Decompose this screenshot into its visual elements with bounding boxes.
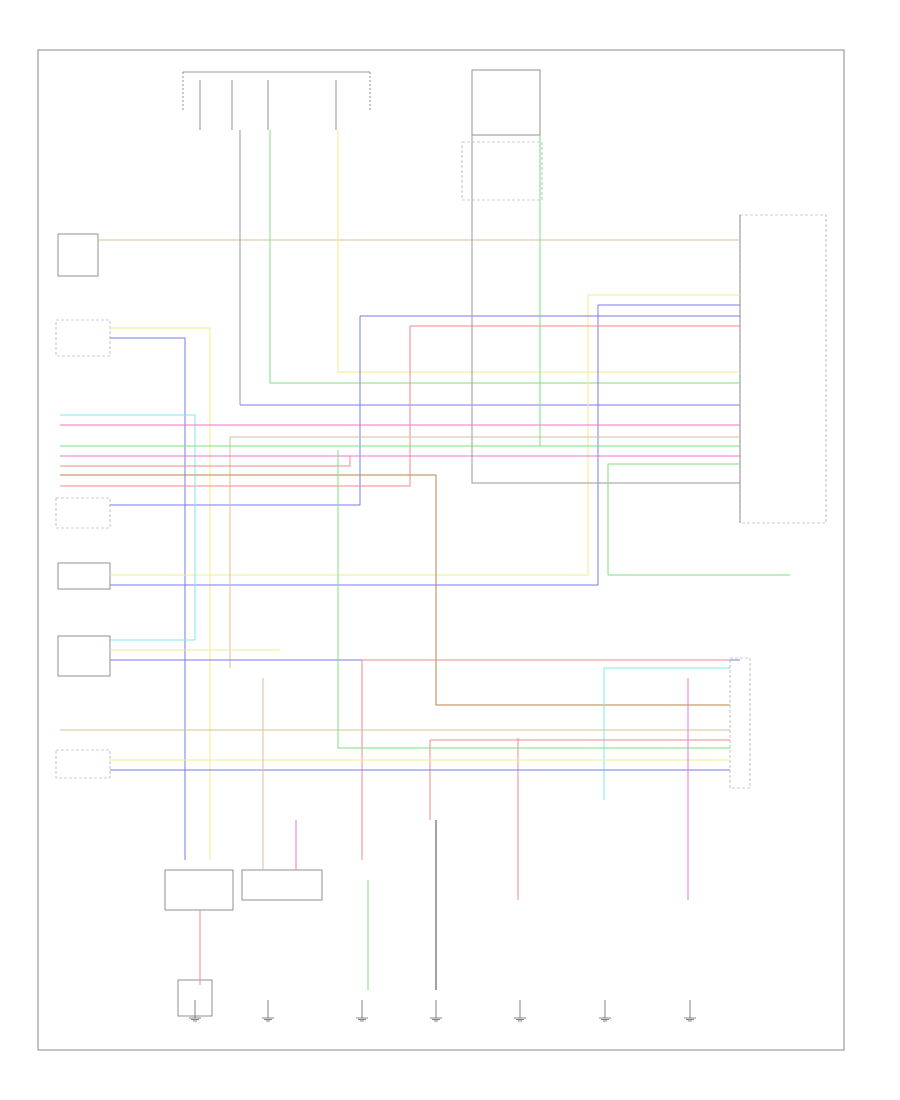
body-control xyxy=(729,657,751,789)
control-b-box xyxy=(55,497,111,529)
ground-symbol-g105 xyxy=(514,1000,526,1022)
wire-tan-13 xyxy=(229,436,740,668)
ground-group xyxy=(189,1000,696,1022)
fuse-block xyxy=(182,71,371,130)
wire-group xyxy=(60,130,790,990)
ground-symbol-g104 xyxy=(430,1000,442,1022)
wire-red-28 xyxy=(429,739,730,820)
wire-green-27 xyxy=(337,450,730,749)
fuel-gauge-sender xyxy=(461,69,543,201)
wire-green-20 xyxy=(607,463,790,576)
relay-box xyxy=(241,869,323,901)
wire-cyan-25 xyxy=(603,667,730,800)
wire-blue-8 xyxy=(110,304,740,586)
wire-red-10 xyxy=(60,325,740,487)
control-a-box xyxy=(55,319,111,357)
ground-symbol-g102 xyxy=(262,1000,274,1022)
wire-gray-18 xyxy=(471,135,740,484)
ground-symbol-g103 xyxy=(356,1000,368,1022)
wire-blue-9 xyxy=(110,315,740,506)
wire-brown-17 xyxy=(60,474,730,706)
ground-symbol-g101 xyxy=(189,1000,201,1022)
acc-control-box xyxy=(55,749,111,779)
control-c-box xyxy=(57,562,111,590)
bottom-components xyxy=(164,869,323,1017)
left-components xyxy=(55,233,111,779)
combination-meter xyxy=(739,214,827,524)
level-unit-box xyxy=(57,233,99,277)
wire-cyan-11 xyxy=(60,414,196,640)
wire-yellow-4 xyxy=(337,130,740,373)
ground-symbol-g106 xyxy=(599,1000,611,1022)
wire-red-16 xyxy=(60,456,351,467)
wire-green-3 xyxy=(269,130,740,384)
brake-fluid-box xyxy=(164,869,234,911)
control-d-box xyxy=(57,635,111,677)
wire-blue-2 xyxy=(110,337,186,860)
ground-symbol-g107 xyxy=(684,1000,696,1022)
wire-yellow-7 xyxy=(110,294,740,576)
wire-yellow-1 xyxy=(110,327,211,860)
diagram-frame xyxy=(37,49,845,1051)
